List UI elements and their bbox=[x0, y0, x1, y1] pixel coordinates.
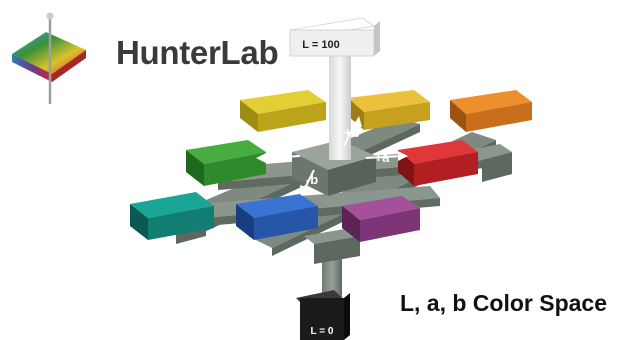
teal-block-left bbox=[130, 204, 148, 240]
red-block-top bbox=[398, 140, 478, 164]
color-block-blue bbox=[236, 194, 318, 240]
purple-block-top bbox=[342, 196, 420, 220]
white-block-front bbox=[289, 29, 375, 57]
grid-lower-hub-side bbox=[314, 236, 360, 264]
logo-axis-top bbox=[46, 12, 54, 20]
orange-block-top bbox=[450, 90, 532, 114]
l-hundred-label: L = 100 bbox=[302, 39, 339, 51]
purple-block-front bbox=[360, 208, 420, 242]
red-block-front bbox=[414, 152, 478, 186]
blue-block-top bbox=[236, 194, 318, 218]
neg-a-arrowhead bbox=[256, 153, 266, 163]
neg-b-label: -b bbox=[306, 172, 318, 187]
white-block-side bbox=[374, 21, 380, 56]
neg-a-arrow-line bbox=[261, 155, 301, 159]
grid-end-block-right-side bbox=[482, 152, 512, 182]
teal-block-top bbox=[130, 192, 214, 218]
color-block-orange bbox=[450, 90, 532, 132]
hunterlab-brand-name: HunterLab bbox=[116, 34, 279, 71]
grid-end-block-right bbox=[470, 144, 512, 160]
grid-hub-left bbox=[292, 152, 328, 196]
yellow-block-front bbox=[258, 102, 326, 132]
upper-column-shaft bbox=[329, 56, 351, 160]
grid-lower-hub-top bbox=[304, 228, 360, 244]
diagram-title: L, a, b Color Space bbox=[399, 290, 607, 316]
color-block-purple bbox=[342, 196, 420, 242]
l-zero-label: L = 0 bbox=[311, 326, 334, 337]
color-block-teal bbox=[130, 192, 214, 240]
orange-block-left bbox=[450, 100, 466, 132]
neg-a-axis: -a bbox=[256, 150, 301, 165]
hunterlab-logo-mark bbox=[12, 12, 86, 104]
amber-block-top bbox=[348, 90, 430, 112]
blue-block-left bbox=[236, 204, 254, 240]
blue-block-front bbox=[254, 206, 318, 240]
logo-prism-right bbox=[52, 50, 86, 82]
neg-b-arrowhead bbox=[300, 185, 309, 196]
pos-a-axis: +a bbox=[365, 150, 408, 165]
neg-b-arrow-line bbox=[303, 169, 315, 191]
pos-a-label: +a bbox=[375, 150, 391, 165]
pos-a-arrowhead bbox=[398, 151, 408, 161]
teal-block-front bbox=[148, 206, 214, 240]
green-block-top bbox=[186, 140, 266, 164]
green-block-left bbox=[186, 150, 204, 186]
orange-block-front bbox=[466, 102, 532, 132]
grid-hub-right bbox=[328, 156, 376, 196]
color-block-green bbox=[186, 140, 266, 186]
axis-labels: -a +a +b -b bbox=[256, 116, 408, 196]
amber-block-front bbox=[364, 102, 430, 130]
neg-a-label: -a bbox=[278, 150, 290, 165]
pos-b-axis: +b bbox=[343, 116, 362, 147]
yellow-block-top bbox=[240, 90, 326, 114]
color-block-yellow bbox=[240, 90, 326, 132]
purple-block-left bbox=[342, 206, 360, 242]
black-block-side bbox=[344, 293, 350, 340]
logo-prism-left bbox=[12, 54, 52, 82]
black-block-front bbox=[300, 298, 344, 340]
color-block-red bbox=[398, 140, 478, 186]
yellow-block-left bbox=[240, 100, 258, 132]
white-column: L = 100 bbox=[288, 17, 380, 160]
pos-b-label: +b bbox=[344, 125, 360, 140]
neg-b-axis: -b bbox=[300, 169, 318, 196]
pos-b-arrowhead bbox=[353, 116, 362, 127]
green-block-front bbox=[204, 152, 266, 186]
pos-a-arrow-line bbox=[365, 155, 403, 159]
